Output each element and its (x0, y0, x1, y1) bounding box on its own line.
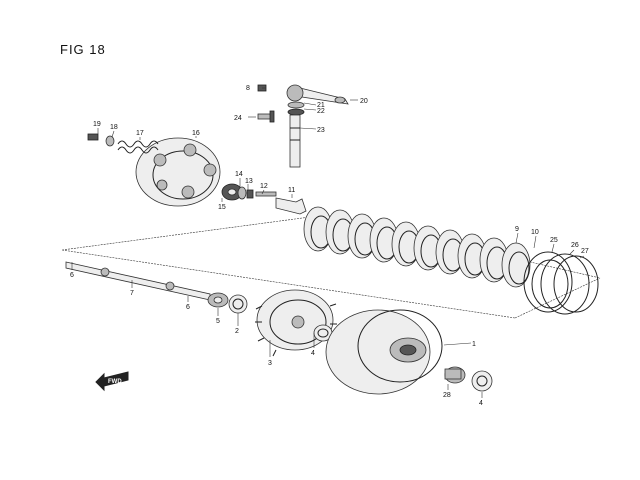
callout-15: 15 (218, 204, 226, 211)
callout-20: 20 (360, 98, 368, 105)
callout-6a: 6 (70, 272, 74, 279)
washer-4b (471, 370, 493, 392)
callout-8: 8 (246, 85, 250, 92)
clutch-basket-1 (325, 309, 443, 395)
wave-ring-25 (523, 251, 573, 313)
shaft-7 (65, 261, 211, 301)
bolt-19 (87, 133, 99, 141)
callout-18: 18 (110, 124, 118, 131)
outer-housing-3 (255, 289, 337, 357)
ring-27 (553, 255, 599, 313)
callout-14: 14 (235, 171, 243, 178)
callout-7: 7 (130, 290, 134, 297)
callout-24: 24 (234, 115, 242, 122)
callout-19: 19 (93, 121, 101, 128)
callout-23: 23 (317, 127, 325, 134)
callout-3: 3 (268, 360, 272, 367)
seat-26 (540, 253, 590, 315)
fwd-label: FWD (108, 379, 122, 385)
clutch-plate-stack (303, 206, 531, 288)
callout-4a: 4 (311, 350, 315, 357)
callout-26: 26 (571, 242, 579, 249)
washer-18 (105, 135, 115, 147)
callout-27: 27 (581, 248, 589, 255)
assembly-guide-lines (61, 214, 601, 319)
callout-5: 5 (216, 318, 220, 325)
callout-9: 9 (515, 226, 519, 233)
callout-28: 28 (443, 392, 451, 399)
callout-21: 21 (317, 102, 325, 109)
callout-16: 16 (192, 130, 200, 137)
seal-21-22 (287, 101, 305, 116)
bearing-5 (207, 292, 229, 308)
callout-6b: 6 (186, 304, 190, 311)
leader-lines (71, 87, 585, 398)
bolt-24 (257, 110, 275, 123)
callout-10: 10 (531, 229, 539, 236)
callout-22: 22 (317, 108, 325, 115)
callout-12: 12 (260, 183, 268, 190)
bearing-15 (221, 183, 243, 201)
release-lever-20 (286, 84, 349, 105)
callout-numbers: 1 2 3 4 4 5 6 6 7 8 9 10 11 12 13 14 15 … (70, 85, 589, 407)
callout-4b: 4 (479, 400, 483, 407)
pin-12 (255, 191, 277, 197)
washer-2 (228, 294, 248, 314)
spacer-28 (444, 366, 466, 384)
callout-1: 1 (472, 341, 476, 348)
push-rod-11 (275, 197, 307, 215)
clutch-spring (117, 140, 159, 154)
figure-title: FIG 18 (60, 42, 106, 57)
fwd-arrow-icon: FWD (95, 371, 129, 392)
pressure-plate (135, 137, 221, 207)
release-shaft-23 (289, 114, 301, 168)
callout-17: 17 (136, 130, 144, 137)
callout-11: 11 (288, 187, 295, 194)
callout-2: 2 (235, 328, 239, 335)
nut-13 (246, 189, 254, 199)
washer-14 (237, 186, 247, 200)
callout-13: 13 (245, 178, 253, 185)
callout-25: 25 (550, 237, 558, 244)
